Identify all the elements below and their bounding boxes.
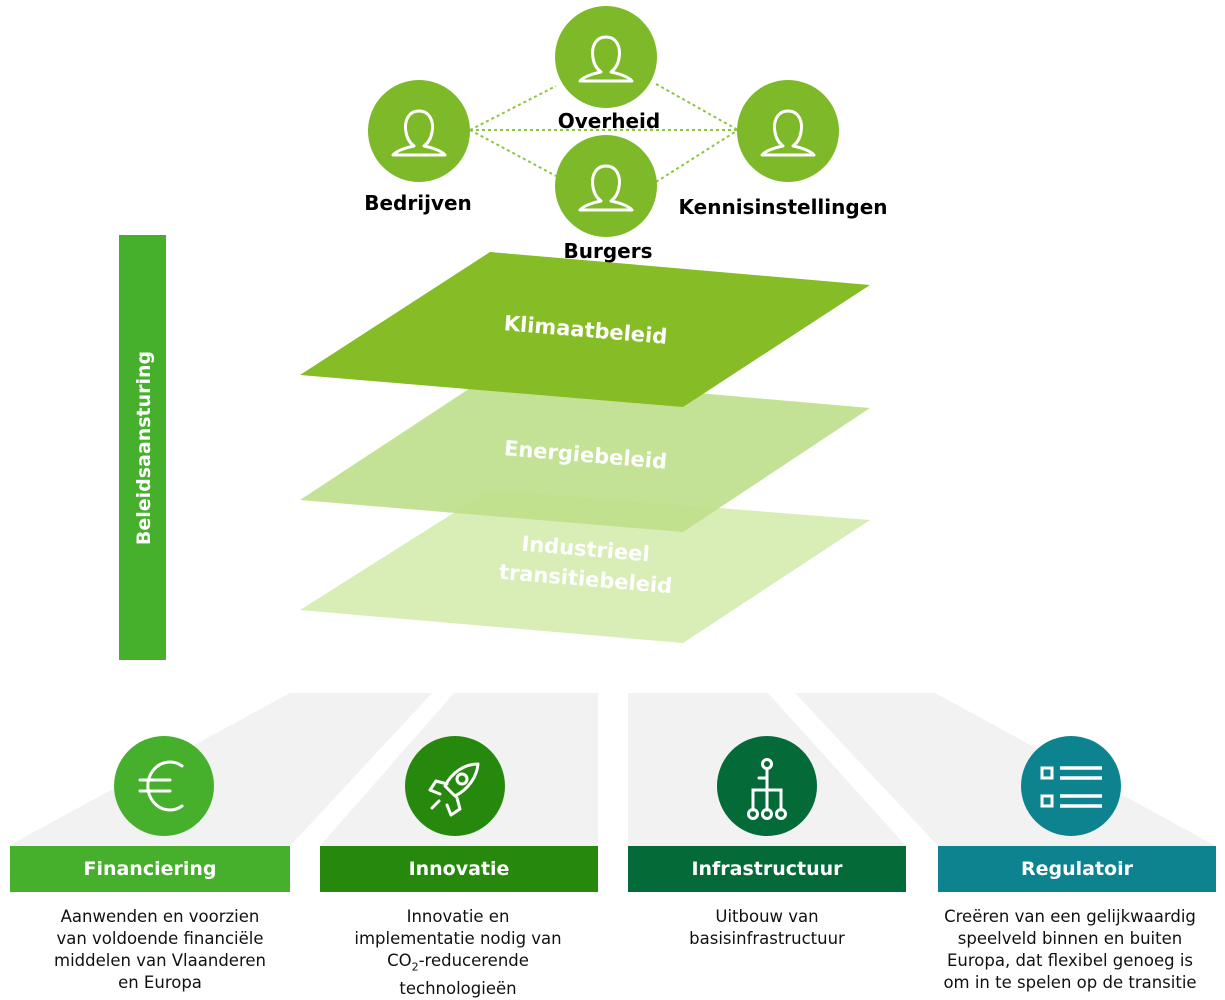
actor-circle bbox=[737, 80, 839, 182]
actor-label-overheid: Overheid bbox=[558, 109, 660, 133]
actor-burgers bbox=[555, 135, 657, 237]
pillar-desc-regulatoir: Creëren van een gelijkwaardig speelveld … bbox=[915, 906, 1225, 994]
policy-steering-bar bbox=[119, 235, 166, 660]
layer-energiebeleid bbox=[300, 375, 870, 532]
desc-line: technologieën bbox=[399, 979, 517, 999]
layer-klimaatbeleid bbox=[300, 252, 870, 407]
network-icon bbox=[747, 758, 787, 820]
connector-burgers-kennis bbox=[655, 129, 739, 183]
desc-line: basisinfrastructuur bbox=[689, 929, 845, 948]
actor-overheid bbox=[555, 6, 657, 108]
desc-line: Uitbouw van bbox=[715, 907, 819, 926]
connector-overheid-kennis bbox=[655, 83, 739, 131]
person-icon bbox=[391, 109, 447, 157]
actor-label-kennisinstellingen: Kennisinstellingen bbox=[679, 195, 888, 219]
euro-icon bbox=[138, 760, 184, 812]
actor-label-bedrijven: Bedrijven bbox=[364, 191, 472, 215]
actor-circle bbox=[555, 6, 657, 108]
desc-line: en Europa bbox=[118, 973, 202, 992]
actor-connectors bbox=[469, 83, 739, 183]
desc-line-co2: CO2-reducerende bbox=[308, 950, 608, 978]
list-icon bbox=[1040, 766, 1102, 808]
list-icon-circle bbox=[1021, 736, 1121, 836]
euro-icon-circle bbox=[114, 736, 214, 836]
pillar-title-innovatie: Innovatie bbox=[320, 846, 598, 892]
person-icon bbox=[578, 164, 634, 212]
connector-bedrijven-burgers bbox=[469, 129, 557, 177]
actor-bedrijven bbox=[368, 80, 470, 182]
desc-line: Aanwenden en voorzien bbox=[60, 907, 260, 926]
pillar-desc-innovatie: Innovatie en implementatie nodig van CO2… bbox=[308, 906, 608, 1000]
pillar-title-infrastructuur: Infrastructuur bbox=[628, 846, 906, 892]
desc-line: middelen van Vlaanderen bbox=[54, 951, 266, 970]
connector-bedrijven-overheid bbox=[469, 85, 557, 131]
person-icon bbox=[578, 35, 634, 83]
actor-label-burgers: Burgers bbox=[564, 239, 653, 263]
rocket-icon bbox=[428, 762, 480, 817]
pillar-icon-financiering bbox=[114, 736, 214, 836]
actor-circle bbox=[555, 135, 657, 237]
co2-suffix: -reducerende bbox=[418, 951, 529, 970]
pillar-desc-infrastructuur: Uitbouw van basisinfrastructuur bbox=[617, 906, 917, 950]
desc-line: Europa, dat flexibel genoeg is bbox=[946, 951, 1194, 970]
policy-steering-label: Beleidsaansturing bbox=[133, 351, 155, 545]
pillar-fan-financiering bbox=[8, 693, 432, 846]
pillar-icon-innovatie bbox=[405, 736, 505, 836]
actor-kennisinstellingen bbox=[737, 80, 839, 182]
pillar-title-financiering: Financiering bbox=[10, 846, 290, 892]
co2-subscript: 2 bbox=[411, 960, 419, 974]
desc-line: implementatie nodig van bbox=[354, 929, 562, 948]
pillar-title-regulatoir: Regulatoir bbox=[938, 846, 1216, 892]
pillar-icon-regulatoir bbox=[1021, 736, 1121, 836]
desc-line: om in te spelen op de transitie bbox=[943, 973, 1197, 992]
layer-industrieel-transitiebeleid bbox=[300, 490, 870, 643]
person-icon bbox=[760, 109, 816, 157]
actor-circle bbox=[368, 80, 470, 182]
rocket-icon-circle bbox=[405, 736, 505, 836]
pillar-icon-infrastructuur bbox=[717, 736, 817, 836]
desc-line: Creëren van een gelijkwaardig bbox=[944, 907, 1196, 926]
co2-prefix: CO bbox=[387, 951, 412, 970]
pillar-desc-financiering: Aanwenden en voorzien van voldoende fina… bbox=[10, 906, 310, 994]
desc-line: Innovatie en bbox=[406, 907, 510, 926]
desc-line: speelveld binnen en buiten bbox=[957, 929, 1183, 948]
desc-line: van voldoende financiële bbox=[56, 929, 264, 948]
